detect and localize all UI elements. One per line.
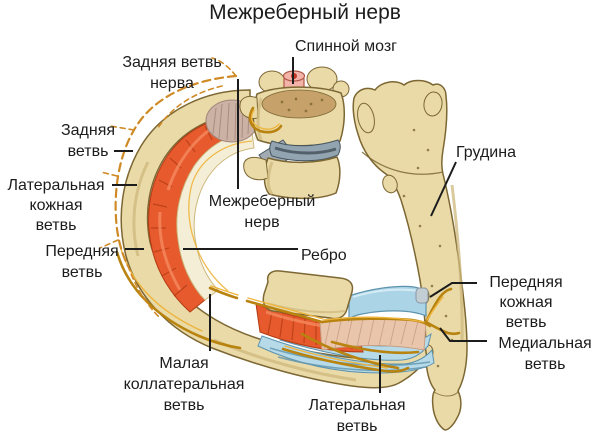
label-small-collateral-branch: Малая коллатеральная ветвь: [123, 355, 245, 414]
vertebra: [239, 66, 350, 200]
label-anterior-branch: Передняя ветвь: [45, 243, 119, 281]
costal-cartilage: [348, 285, 429, 322]
sternum-bone: [352, 79, 468, 431]
intervertebral-disc: [269, 139, 341, 162]
pointer-medial-branch: [439, 327, 487, 342]
cutaneous-nerve-dashed: [99, 57, 238, 319]
page-title: Межреберный нерв: [209, 1, 401, 24]
nerve-along-rib: [188, 140, 253, 292]
label-lateral-cutaneous-branch: Латеральная кожная ветвь: [7, 177, 105, 234]
pointer-anterior-cutaneous-branch: [429, 282, 477, 298]
pointer-sternum: [430, 161, 457, 217]
label-anterior-cutaneous-branch: Передняя кожная ветвь: [489, 274, 563, 331]
cut-rib-block: [262, 270, 354, 320]
nerve-root-loop: [248, 106, 283, 134]
label-posterior-branch: Задняя ветвь: [60, 122, 116, 160]
label-lateral-branch: Латеральная ветвь: [308, 397, 406, 435]
pectoral-muscle-pink: [319, 317, 427, 351]
label-posterior-nerve-branch: Задняя ветвь нерва: [122, 54, 222, 92]
label-spinal-cord: Спинной мозг: [295, 38, 397, 55]
label-sternum: Грудина: [456, 144, 516, 161]
label-intercostal-nerve: Межреберный нерв: [208, 193, 316, 231]
pointer-lines: [112, 57, 487, 393]
label-medial-branch: Медиальная ветвь: [498, 335, 592, 373]
label-rib: Ребро: [301, 247, 347, 264]
